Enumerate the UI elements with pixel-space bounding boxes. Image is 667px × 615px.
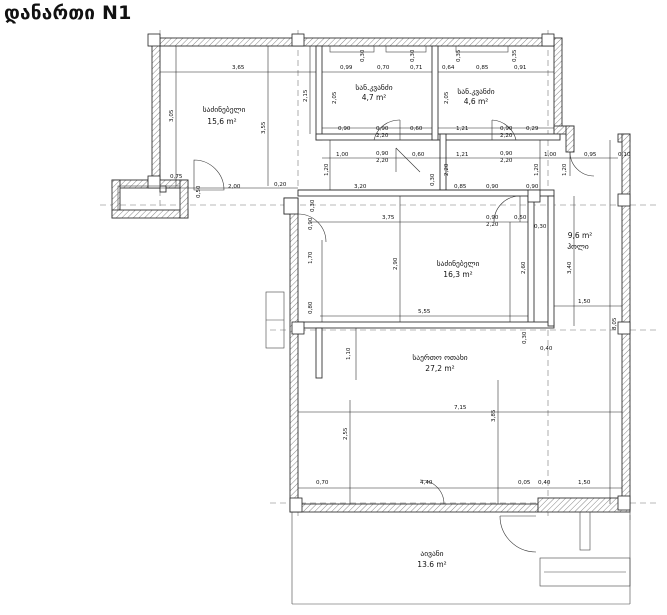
dimension-label: 1,10 <box>346 347 352 360</box>
dimension-label: 0,90 <box>500 151 513 157</box>
dimension-label: 0,30 <box>534 224 547 230</box>
dimension-label: 0,80 <box>308 301 314 314</box>
dimension-label: 0,90 <box>486 215 499 221</box>
dimension-label: 0,40 <box>538 480 551 486</box>
doors <box>193 119 595 553</box>
dimension-label: 2,00 <box>228 184 241 190</box>
dimension-label: 0,20 <box>274 182 287 188</box>
dimension-label: 0,90 <box>376 151 389 157</box>
dimension-label: 0,35 <box>512 49 518 62</box>
interior-walls <box>159 45 561 379</box>
dimension-label: 2,20 <box>444 163 450 176</box>
dimension-label: 0,71 <box>410 65 423 71</box>
hall-name: ჰოლი <box>567 242 589 251</box>
dimension-label: 1,20 <box>534 163 540 176</box>
dimension-label: 2,60 <box>521 261 527 274</box>
dimension-label: 0,90 <box>500 126 513 132</box>
dimension-label: 0,10 <box>618 152 631 158</box>
dimension-label: 0,85 <box>476 65 489 71</box>
dimension-label: 0,70 <box>316 480 329 486</box>
dimension-label: 0,30 <box>310 199 316 212</box>
dimension-label: 0,60 <box>410 126 423 132</box>
dimension-label: 0,95 <box>584 152 597 158</box>
dimension-label: 0,75 <box>170 174 183 180</box>
dimension-label: 3,75 <box>382 215 395 221</box>
dimension-label: 2,20 <box>486 222 499 228</box>
dimension-label: 1,20 <box>324 163 330 176</box>
dimension-label: 0,30 <box>430 173 436 186</box>
dimension-label: 0,85 <box>454 184 467 190</box>
dimension-label: 1,20 <box>562 163 568 176</box>
windows <box>117 45 631 587</box>
dimension-label: 2,15 <box>303 89 309 102</box>
dimension-label: 0,90 <box>376 126 389 132</box>
dimension-label: 2,20 <box>500 158 513 164</box>
dimension-label: 0,50 <box>196 185 202 198</box>
dimension-labels: 0,30 0,30 0,35 0,35 0,99 0,70 0,71 0,64 … <box>169 49 631 486</box>
dimension-label: 4,40 <box>420 480 433 486</box>
room-labels: საძინებელი 15,6 m² სან.კვანძი 4,7 m² სან… <box>203 83 593 569</box>
plan-title: დანართი N1 <box>4 2 132 24</box>
dimension-label: 3,40 <box>567 261 573 274</box>
living-name: საერთო ოთახი <box>412 353 467 362</box>
dimension-label: 0,64 <box>442 65 455 71</box>
dimension-label: 3,20 <box>354 184 367 190</box>
bath2-name: სან.კვანძი <box>457 87 494 96</box>
bedroom2-name: საძინებელი <box>437 259 480 268</box>
dimension-label: 1,00 <box>336 152 349 158</box>
dimension-label: 0,35 <box>456 49 462 62</box>
dimension-label: 0,30 <box>410 49 416 62</box>
dimension-label: 7,15 <box>454 405 467 411</box>
balcony-outline <box>291 511 631 605</box>
dimension-label: 1,00 <box>544 152 557 158</box>
dimension-label: 2,05 <box>444 91 450 104</box>
columns <box>147 33 631 513</box>
dimension-label: 2,20 <box>500 133 513 139</box>
dimension-label: 0,70 <box>377 65 390 71</box>
dimension-label: 0,50 <box>514 215 527 221</box>
dimension-label: 0,30 <box>360 49 366 62</box>
dimension-label: 0,90 <box>338 126 351 132</box>
dimension-label: 0,40 <box>540 346 553 352</box>
bath1-name: სან.კვანძი <box>355 83 392 92</box>
balcony-area: 13.6 m² <box>417 560 446 569</box>
bedroom2-area: 16,3 m² <box>443 270 472 279</box>
dimension-label: 3,85 <box>491 409 497 422</box>
dimension-label: 0,60 <box>412 152 425 158</box>
balcony-name: აივანი <box>420 549 443 558</box>
bedroom1-area: 15,6 m² <box>207 117 236 126</box>
dimension-label: 2,05 <box>332 91 338 104</box>
dimension-label: 0,91 <box>514 65 527 71</box>
reference-lines <box>100 30 660 520</box>
dimension-label: 0,90 <box>486 184 499 190</box>
dimension-label: 8,05 <box>612 317 618 330</box>
dimension-label: 2,55 <box>343 427 349 440</box>
dimension-label: 2,20 <box>376 158 389 164</box>
dimension-label: 2,90 <box>393 257 399 270</box>
dimension-label: 0,30 <box>522 331 528 344</box>
dimension-lines <box>160 46 622 504</box>
dimension-label: 1,21 <box>456 152 469 158</box>
bath1-area: 4,7 m² <box>362 93 387 102</box>
dimension-label: 3,65 <box>232 65 245 71</box>
dimension-label: 2,20 <box>376 133 389 139</box>
dimension-label: 1,21 <box>456 126 469 132</box>
dimension-label: 0,90 <box>526 184 539 190</box>
dimension-label: 5,55 <box>418 309 431 315</box>
dimension-label: 3,05 <box>169 109 175 122</box>
dimension-label: 0,99 <box>340 65 353 71</box>
dimension-label: 0,29 <box>526 126 539 132</box>
dimension-label: 0,90 <box>308 217 314 230</box>
bath2-area: 4,6 m² <box>464 97 489 106</box>
dimension-label: 1,50 <box>578 480 591 486</box>
hall-area: 9,6 m² <box>568 231 593 240</box>
dimension-label: 1,50 <box>578 299 591 305</box>
dimension-label: 1,70 <box>308 251 314 264</box>
living-area: 27,2 m² <box>425 364 454 373</box>
dimension-label: 3,55 <box>261 121 267 134</box>
dimension-label: 0,05 <box>518 480 531 486</box>
bedroom1-name: საძინებელი <box>203 105 246 114</box>
